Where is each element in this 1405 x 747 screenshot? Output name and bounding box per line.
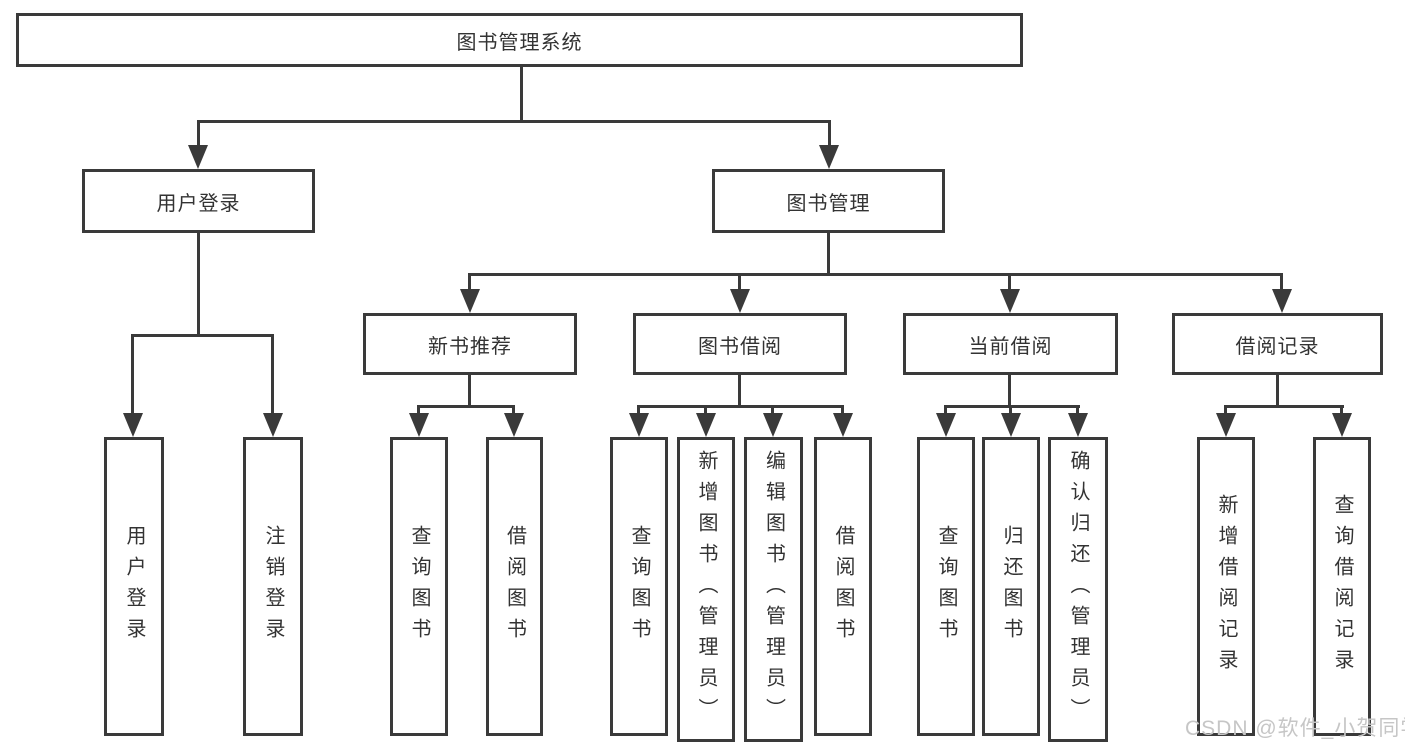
- arrowhead-c4: [833, 413, 853, 437]
- leaf-add-book-admin: 新增图书（管理员）: [677, 437, 735, 742]
- node-new-book-recommendation: 新书推荐: [363, 313, 577, 375]
- node-library-management-system: 图书管理系统: [16, 13, 1023, 67]
- connector-drop-leaf-user-login: [131, 334, 134, 416]
- arrowhead-records: [1272, 289, 1292, 313]
- connector-drop-current: [1008, 273, 1011, 295]
- arrowhead-c1: [629, 413, 649, 437]
- arrowhead-borrowing: [730, 289, 750, 313]
- connector-recommendation-rail: [417, 405, 515, 408]
- node-book-management: 图书管理: [712, 169, 945, 233]
- leaf-borrow-books-borrowing: 借阅图书: [814, 437, 872, 736]
- arrowhead-d1: [936, 413, 956, 437]
- arrowhead-c3: [763, 413, 783, 437]
- connector-records-rail: [1224, 405, 1344, 408]
- connector-level3-rail: [468, 273, 1283, 276]
- connector-user-login-rail: [132, 334, 274, 337]
- arrowhead-e2: [1332, 413, 1352, 437]
- node-user-login: 用户登录: [82, 169, 315, 233]
- connector-drop-records: [1280, 273, 1283, 295]
- connector-drop-d2: [1009, 405, 1012, 417]
- connector-root-stub: [520, 67, 523, 120]
- connector-drop-b1: [417, 405, 420, 417]
- arrowhead-b2: [504, 413, 524, 437]
- connector-drop-c2: [704, 405, 707, 417]
- connector-drop-recommendation: [468, 273, 471, 295]
- leaf-query-books-recommend: 查询图书: [390, 437, 448, 736]
- node-book-borrowing: 图书借阅: [633, 313, 847, 375]
- arrowhead-d3: [1068, 413, 1088, 437]
- connector-drop-d1: [944, 405, 947, 417]
- leaf-query-books-borrowing: 查询图书: [610, 437, 668, 736]
- connector-drop-leaf-logout: [271, 334, 274, 416]
- leaf-user-login: 用户登录: [104, 437, 164, 736]
- watermark: CSDN @软件_小贺同学: [1185, 717, 1405, 740]
- arrowhead-book-management: [819, 145, 839, 169]
- connector-level1-rail: [197, 120, 831, 123]
- leaf-query-borrow-record: 查询借阅记录: [1313, 437, 1371, 736]
- connector-drop-borrowing: [738, 273, 741, 295]
- connector-records-stub: [1276, 375, 1279, 405]
- arrowhead-e1: [1216, 413, 1236, 437]
- connector-current-rail: [944, 405, 1080, 408]
- connector-current-stub: [1008, 375, 1011, 405]
- connector-drop-book-management: [828, 120, 831, 163]
- connector-drop-e1: [1224, 405, 1227, 417]
- connector-drop-c1: [637, 405, 640, 417]
- arrowhead-c2: [696, 413, 716, 437]
- arrowhead-leaf-user-login: [123, 413, 143, 437]
- connector-drop-user-login: [197, 120, 200, 163]
- connector-drop-c3: [771, 405, 774, 417]
- leaf-borrow-books-recommend: 借阅图书: [486, 437, 543, 736]
- node-current-borrowing: 当前借阅: [903, 313, 1118, 375]
- connector-drop-d3: [1076, 405, 1079, 417]
- connector-drop-b2: [512, 405, 515, 417]
- leaf-edit-book-admin: 编辑图书（管理员）: [744, 437, 803, 742]
- connector-borrowing-rail: [637, 405, 844, 408]
- leaf-query-books-current: 查询图书: [917, 437, 975, 736]
- connector-drop-e2: [1340, 405, 1343, 417]
- leaf-return-book: 归还图书: [982, 437, 1040, 736]
- connector-recommendation-stub: [468, 375, 471, 405]
- connector-borrowing-stub: [738, 375, 741, 405]
- arrowhead-user-login: [188, 145, 208, 169]
- node-borrowing-records: 借阅记录: [1172, 313, 1383, 375]
- arrowhead-recommendation: [460, 289, 480, 313]
- connector-drop-c4: [841, 405, 844, 417]
- arrowhead-current: [1000, 289, 1020, 313]
- arrowhead-d2: [1001, 413, 1021, 437]
- leaf-confirm-return-admin: 确认归还（管理员）: [1048, 437, 1108, 742]
- connector-book-management-stub: [827, 233, 830, 273]
- leaf-logout: 注销登录: [243, 437, 303, 736]
- arrowhead-b1: [409, 413, 429, 437]
- arrowhead-leaf-logout: [263, 413, 283, 437]
- connector-user-login-stub: [197, 233, 200, 334]
- leaf-add-borrow-record: 新增借阅记录: [1197, 437, 1255, 736]
